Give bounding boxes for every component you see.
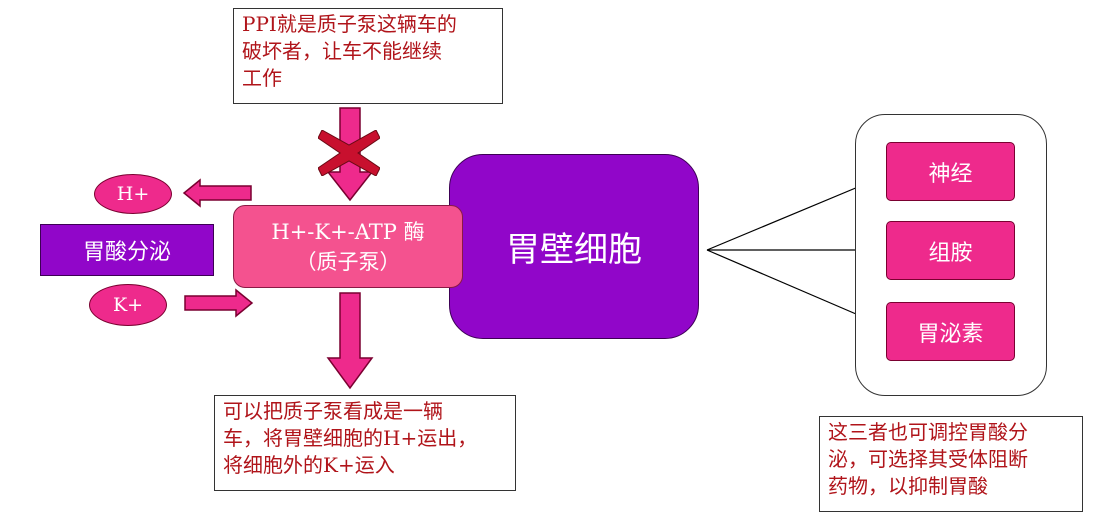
ppi-note-line-2: 破坏者，让车不能继续 (242, 39, 442, 63)
receptor-note: 这三者也可调控胃酸分 泌，可选择其受体阻断 药物，以抑制胃酸 (819, 416, 1083, 512)
ppi-note-line-1: PPI就是质子泵这辆车的 (242, 12, 457, 36)
proton-pump: H+-K+-ATP 酶 （质子泵） (233, 205, 463, 288)
h-plus-ion: H+ (94, 174, 172, 214)
parietal-cell-label: 胃壁细胞 (506, 230, 642, 270)
pump-down-arrow (326, 292, 374, 390)
pump-note-line-3: 将细胞外的K+运入 (223, 453, 395, 477)
ppi-note-line-3: 工作 (242, 66, 282, 90)
gastric-acid-secretion-box: 胃酸分泌 (40, 224, 214, 276)
connector-gastrin (706, 249, 872, 322)
k-in-arrow (184, 288, 254, 318)
receptor-note-line-2: 泌，可选择其受体阻断 (828, 447, 1028, 471)
receptor-note-line-3: 药物，以抑制胃酸 (828, 474, 988, 498)
k-plus-label: K+ (112, 294, 144, 316)
cross-icon (318, 130, 380, 176)
secretion-label: 胃酸分泌 (82, 240, 171, 265)
h-out-arrow (182, 178, 252, 208)
connector-nerve (706, 180, 872, 251)
factor-gastrin: 胃泌素 (886, 302, 1015, 361)
factor-histamine-label: 组胺 (928, 240, 973, 266)
pump-note-line-2: 车，将胃壁细胞的H+运出， (223, 426, 478, 450)
receptor-note-line-1: 这三者也可调控胃酸分 (828, 420, 1028, 444)
factor-histamine: 组胺 (886, 221, 1015, 280)
proton-pump-line-2: （质子泵） (295, 249, 401, 274)
proton-pump-line-1: H+-K+-ATP 酶 (271, 219, 425, 244)
factor-gastrin-label: 胃泌素 (917, 321, 984, 347)
pump-note-line-1: 可以把质子泵看成是一辆 (223, 399, 443, 423)
factor-nerve-label: 神经 (928, 161, 973, 187)
h-plus-label: H+ (116, 183, 150, 205)
ppi-note: PPI就是质子泵这辆车的 破坏者，让车不能继续 工作 (233, 8, 503, 104)
parietal-cell: 胃壁细胞 (449, 154, 699, 339)
k-plus-ion: K+ (89, 284, 167, 326)
factor-nerve: 神经 (886, 142, 1015, 201)
pump-explanation-note: 可以把质子泵看成是一辆 车，将胃壁细胞的H+运出， 将细胞外的K+运入 (214, 395, 516, 491)
